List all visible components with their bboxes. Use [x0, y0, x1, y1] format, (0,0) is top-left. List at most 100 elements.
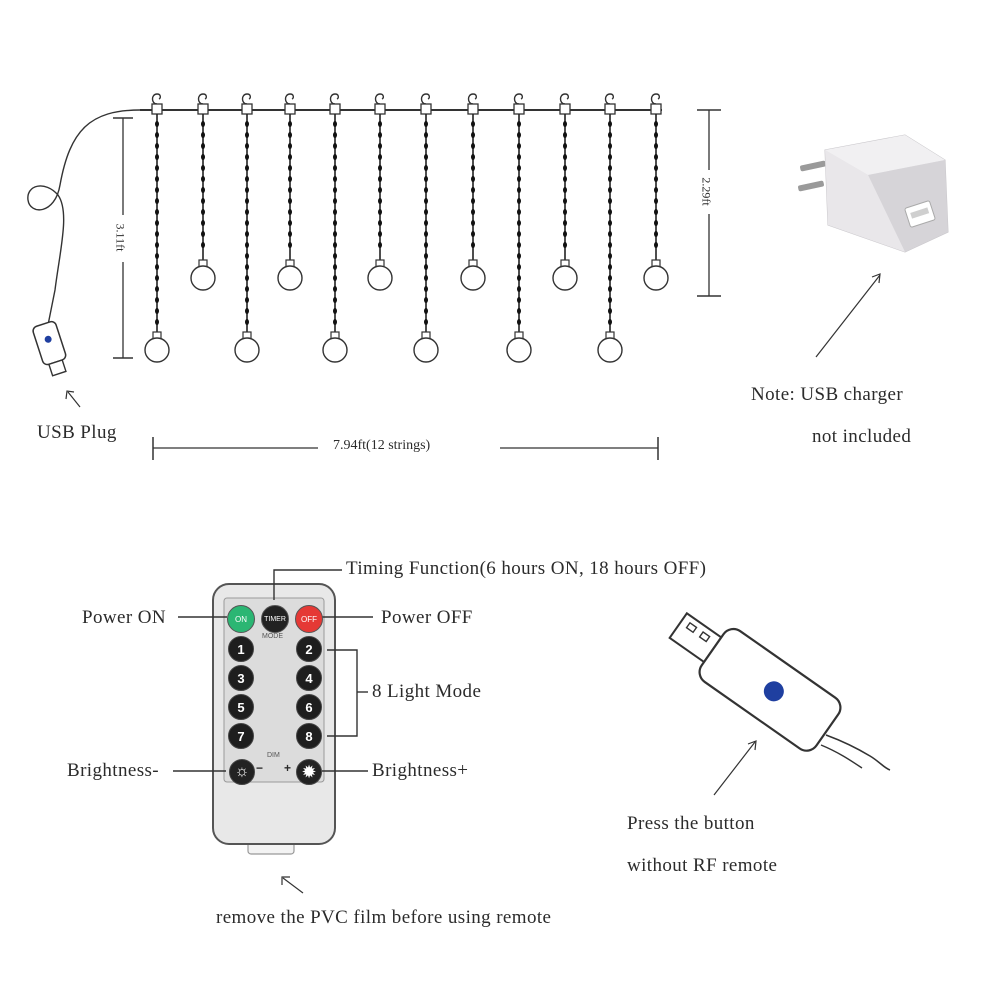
wire-bead	[288, 165, 292, 171]
usb-stick-button	[763, 681, 784, 702]
wire-bead	[155, 209, 159, 215]
hook-icon	[559, 93, 569, 105]
wire-bead	[517, 242, 521, 248]
power-on-button[interactable]: ON	[227, 605, 255, 633]
wire-bead	[654, 143, 658, 149]
wire-bead	[608, 187, 612, 193]
wire-bead	[378, 198, 382, 204]
wire-bead	[608, 143, 612, 149]
wire-bead	[155, 132, 159, 138]
hook-icon	[151, 93, 161, 105]
wire-bead	[333, 121, 337, 127]
mode-button-3[interactable]: 3	[228, 665, 254, 691]
wire-bead	[333, 143, 337, 149]
wire-bead	[245, 275, 249, 281]
wire-bead	[608, 209, 612, 215]
hook-icon	[467, 93, 477, 105]
wire-bead	[517, 165, 521, 171]
wire-bead	[654, 242, 658, 248]
wire-bead	[333, 176, 337, 182]
hook-icon	[604, 93, 614, 105]
wire-bead	[155, 253, 159, 259]
hook-icon	[374, 93, 384, 105]
timer-button[interactable]: TIMER	[261, 605, 289, 633]
bulb-icon	[277, 265, 303, 291]
usb-plug-icon	[32, 320, 67, 377]
brightness-plus-button[interactable]: ✹	[296, 759, 322, 785]
wire-bead	[155, 187, 159, 193]
mode-button-5[interactable]: 5	[228, 694, 254, 720]
wire-bead	[333, 286, 337, 292]
wire-bead	[424, 165, 428, 171]
wire-bead	[608, 286, 612, 292]
string-clip	[467, 103, 479, 115]
wire-bead	[471, 132, 475, 138]
wire-bead	[245, 176, 249, 182]
mode-button-6[interactable]: 6	[296, 694, 322, 720]
wire-bead	[654, 198, 658, 204]
wire-bead	[654, 121, 658, 127]
wire-bead	[563, 220, 567, 226]
wire-bead	[245, 264, 249, 270]
mode-button-2[interactable]: 2	[296, 636, 322, 662]
bulb-icon	[643, 265, 669, 291]
bulb-icon	[367, 265, 393, 291]
string-clip	[559, 103, 571, 115]
usb-stick-note-line1: Press the button	[627, 813, 755, 834]
hook-icon	[329, 93, 339, 105]
wire-bead	[424, 143, 428, 149]
light-mode-callout: 8 Light Mode	[372, 681, 482, 702]
wire-bead	[471, 121, 475, 127]
bulb-icon	[190, 265, 216, 291]
wire-bead	[471, 176, 475, 182]
wire-bead	[608, 132, 612, 138]
wire-bead	[201, 165, 205, 171]
wire-bead	[201, 176, 205, 182]
wire-bead	[471, 231, 475, 237]
brightness-minus-callout: Brightness-	[67, 760, 160, 781]
power-off-button[interactable]: OFF	[295, 605, 323, 633]
wire-bead	[563, 231, 567, 237]
wire-bead	[424, 253, 428, 259]
mode-button-7[interactable]: 7	[228, 723, 254, 749]
wire-bead	[517, 143, 521, 149]
mode-button-label: 5	[237, 699, 245, 715]
wire-bead	[424, 209, 428, 215]
wire-bead	[378, 154, 382, 160]
wire-bead	[333, 209, 337, 215]
string-clip	[420, 103, 432, 115]
wire-bead	[155, 264, 159, 270]
brightness-plus-callout: Brightness+	[372, 760, 469, 781]
mode-button-label: 2	[305, 641, 313, 657]
hook-icon	[420, 93, 430, 105]
mode-button-label: 4	[305, 670, 313, 686]
wire-bead	[155, 319, 159, 325]
wire-bead	[333, 264, 337, 270]
timer-label: TIMER	[264, 615, 286, 623]
wire-bead	[245, 253, 249, 259]
wire-bead	[155, 286, 159, 292]
string-clip	[604, 103, 616, 115]
wire-bead	[333, 319, 337, 325]
wire-bead	[608, 319, 612, 325]
brightness-minus-button[interactable]: ☼	[229, 759, 255, 785]
string-clip	[650, 103, 662, 115]
wire-bead	[424, 176, 428, 182]
mode-button-label: 8	[305, 728, 313, 744]
wire-bead	[424, 132, 428, 138]
dim-label: DIM	[267, 752, 280, 759]
hook-icon	[241, 93, 251, 105]
wire-bead	[563, 165, 567, 171]
charger-note-line2: not included	[812, 426, 912, 447]
string-clip	[329, 103, 341, 115]
wire-bead	[654, 165, 658, 171]
mode-button-8[interactable]: 8	[296, 723, 322, 749]
wire-bead	[424, 319, 428, 325]
mode-button-1[interactable]: 1	[228, 636, 254, 662]
wire-bead	[654, 231, 658, 237]
mode-button-4[interactable]: 4	[296, 665, 322, 691]
wire-bead	[517, 253, 521, 259]
wire-bead	[563, 121, 567, 127]
bulb-icon	[144, 337, 170, 363]
